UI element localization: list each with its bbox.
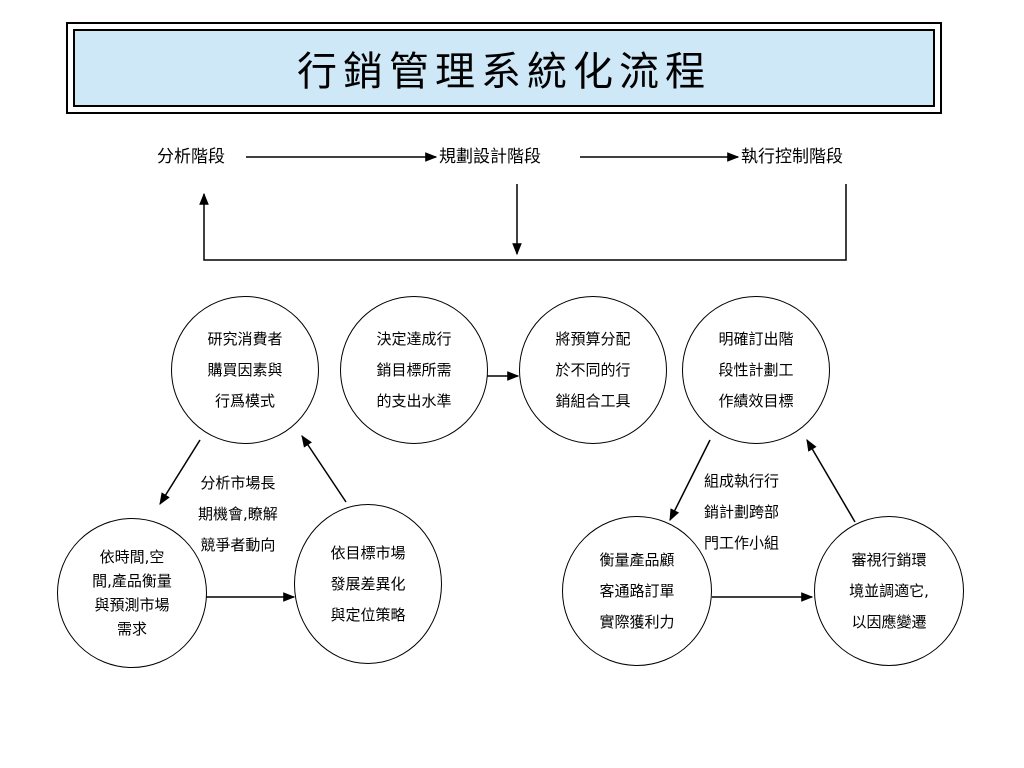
circle-plan: 明確訂出階段性計劃工作績效目標 [682, 296, 830, 444]
arrow-review-to-plan [806, 438, 856, 523]
arrow-plan-to-measure [669, 439, 711, 522]
circle-budget-decide: 決定達成行銷目標所需的支出水準 [340, 296, 488, 444]
circle-plan-text: 明確訂出階段性計劃工作績效目標 [718, 329, 794, 410]
circle-budget-decide-text: 決定達成行銷目標所需的支出水準 [376, 329, 452, 410]
title-box: 行銷管理系統化流程 [66, 22, 942, 114]
circle-budget-allocate: 將預算分配於不同的行銷組合工具 [519, 296, 667, 444]
circle-research-text: 研究消費者購買因素與行爲模式 [207, 329, 283, 410]
feedback-loop-line [199, 184, 847, 261]
circle-research: 研究消費者購買因素與行爲模式 [171, 296, 319, 444]
circle-demand: 依時間,空間,產品衡量與預測市場需求 [57, 518, 207, 668]
circle-review: 審視行銷環境並調適它,以因應變遷 [814, 516, 964, 666]
circle-measure: 衡量產品顧客通路訂單實際獲利力 [562, 516, 712, 666]
title-banner: 行銷管理系統化流程 [73, 29, 935, 107]
circle-positioning: 依目標市場發展差異化與定位策略 [294, 504, 442, 664]
stage-execution: 執行控制階段 [741, 147, 843, 167]
label-analysis-triangle: 分析市場長期機會,瞭解競爭者動向 [198, 474, 278, 554]
circle-demand-text: 依時間,空間,產品衡量與預測市場需求 [92, 548, 172, 638]
circle-review-text: 審視行銷環境並調適它,以因應變遷 [849, 550, 929, 631]
label-execution-triangle: 組成執行行銷計劃跨部門工作小組 [704, 472, 780, 552]
circle-positioning-text: 依目標市場發展差異化與定位策略 [330, 543, 406, 624]
circle-budget-allocate-text: 將預算分配於不同的行銷組合工具 [555, 329, 631, 410]
page-title: 行銷管理系統化流程 [297, 49, 711, 95]
stage-analysis: 分析階段 [157, 147, 225, 167]
circle-measure-text: 衡量產品顧客通路訂單實際獲利力 [599, 550, 675, 631]
arrow-positioning-to-research [301, 435, 347, 503]
arrow-research-to-demand [159, 439, 201, 506]
stage-planning: 規劃設計階段 [439, 147, 541, 167]
